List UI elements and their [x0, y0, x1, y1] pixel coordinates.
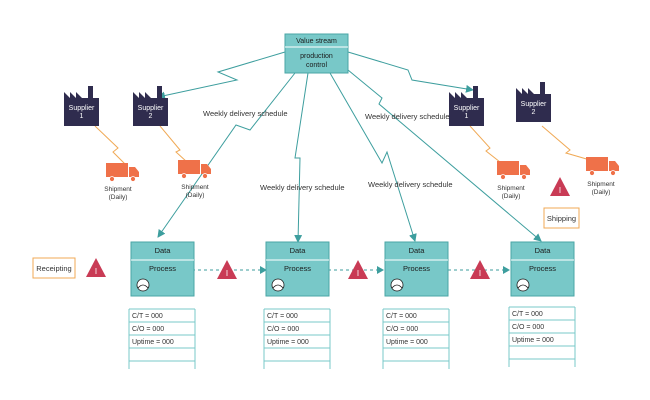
inventory-triangle-icon: I — [86, 258, 106, 277]
shipping-label: Shipping — [547, 214, 576, 223]
process-metric: C/T = 000 — [512, 311, 543, 318]
process-label: Process — [403, 264, 430, 273]
process-metric: Uptime = 000 — [512, 337, 554, 344]
operator-icon — [516, 278, 530, 292]
process-data-label: Data — [409, 246, 426, 255]
shipments: Shipment(Daily) Shipment(Daily) Shipment(D… — [104, 157, 619, 201]
process-label: Process — [149, 264, 176, 273]
process-metric: C/O = 000 — [267, 326, 299, 333]
process-metric: C/O = 000 — [512, 324, 544, 331]
schedule-label: Weekly delivery schedule — [203, 109, 288, 118]
operator-icon — [271, 278, 285, 292]
process-metric: C/O = 000 — [132, 326, 164, 333]
receipting-box: Receipting — [32, 257, 76, 279]
process-metric: C/T = 000 — [132, 313, 163, 320]
inventory-triangle-icon: I — [470, 260, 490, 279]
production-control-title: Value stream — [296, 38, 337, 45]
shipment-truck-icon: Shipment(Daily) — [178, 160, 211, 199]
process-metric: Uptime = 000 — [132, 339, 174, 346]
info-line-to-supplier-2 — [157, 51, 286, 100]
inventory-symbol: I — [226, 269, 228, 278]
process-metric: C/O = 000 — [386, 326, 418, 333]
info-line-to-process-3 — [329, 72, 417, 242]
process-label: Process — [284, 264, 311, 273]
supplier-shipment-links — [94, 125, 591, 165]
process-metric: C/T = 000 — [267, 313, 298, 320]
operator-icon — [136, 278, 150, 292]
inventory-symbol: I — [479, 269, 481, 278]
inventory-triangle-icon: I — [217, 260, 237, 279]
receipting-label: Receipting — [36, 264, 71, 273]
inventory-symbol: I — [559, 186, 561, 195]
shipment-truck-icon: Shipment(Daily) — [104, 163, 139, 201]
info-line-to-process-4 — [347, 69, 542, 242]
info-line-to-process-2 — [294, 72, 309, 243]
operator-icon — [390, 278, 404, 292]
push-arrowheads — [260, 266, 510, 274]
process-metric: Uptime = 000 — [267, 339, 309, 346]
info-line-to-supplier-1 — [347, 51, 474, 93]
process-metric: C/T = 000 — [386, 313, 417, 320]
process-metric: Uptime = 000 — [386, 339, 428, 346]
schedule-labels: Weekly delivery schedule Weekly delivery… — [203, 109, 453, 192]
shipment-truck-icon: Shipment(Daily) — [497, 161, 530, 200]
shipment-truck-icon: Shipment(Daily) — [586, 157, 619, 196]
shipment-label: Shipment(Daily) — [104, 186, 132, 201]
inventory-symbol: I — [357, 269, 359, 278]
schedule-label: Weekly delivery schedule — [368, 180, 453, 189]
inventory-symbol: I — [95, 267, 97, 276]
inventory-triangle-icon: I — [550, 177, 570, 196]
information-flow-lines — [157, 51, 542, 243]
schedule-label: Weekly delivery schedule — [365, 112, 450, 121]
info-line-to-process-1 — [157, 72, 296, 238]
process-data-label: Data — [290, 246, 307, 255]
process-data-label: Data — [535, 246, 552, 255]
process-label: Process — [529, 264, 556, 273]
shipping-box: Shipping — [543, 207, 580, 229]
shipment-label: Shipment(Daily) — [181, 184, 209, 199]
inventory-triangle-icon: I — [348, 260, 368, 279]
shipment-label: Shipment(Daily) — [497, 185, 525, 200]
schedule-label: Weekly delivery schedule — [260, 183, 345, 192]
process-data-label: Data — [155, 246, 172, 255]
inventory-markers: I I I I I — [86, 177, 570, 279]
shipment-label: Shipment(Daily) — [587, 181, 615, 196]
